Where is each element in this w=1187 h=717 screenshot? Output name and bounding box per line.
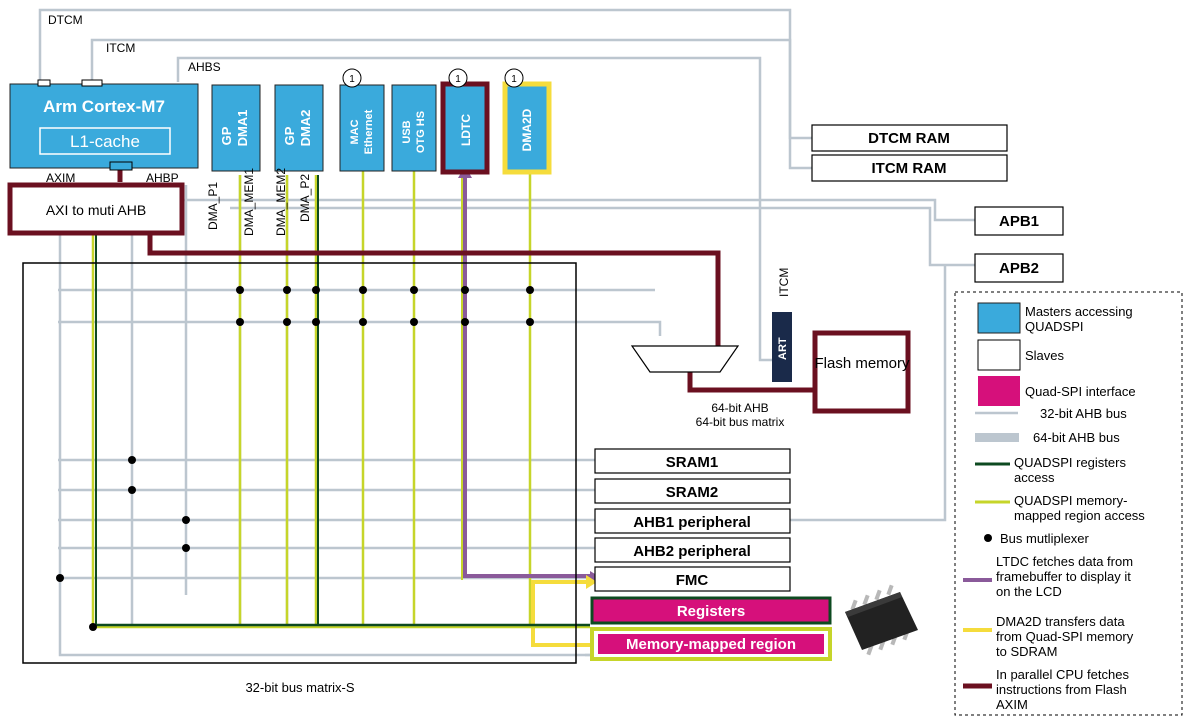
registers-label: Registers <box>677 603 745 620</box>
itcm-bus-label: ITCM <box>106 41 135 55</box>
ahbs-bus-label: AHBS <box>188 60 221 74</box>
art-block: ART <box>772 312 792 382</box>
flash-block: Flash memory <box>814 333 910 411</box>
legend-cpu-b: instructions from Flash <box>996 682 1127 697</box>
cpu-title: Arm Cortex-M7 <box>43 97 165 116</box>
cpu-block: Arm Cortex-M7 L1-cache <box>10 80 198 170</box>
eth-label-b: Ethernet <box>363 109 375 154</box>
legend-mem-b: mapped region access <box>1014 508 1145 523</box>
axi-bridge-block: AXI to muti AHB <box>10 185 182 233</box>
slave-fmc: FMC <box>595 567 790 591</box>
eth-label-a: MAC <box>349 119 361 144</box>
legend-ltdc-b: framebuffer to display it <box>996 569 1131 584</box>
legend-dma2d-c: to SDRAM <box>996 644 1057 659</box>
ahb2-label: AHB2 peripheral <box>633 543 751 560</box>
dma2d-label: DMA2D <box>520 108 534 151</box>
dma-mem1-label: DMA_MEM1 <box>242 168 256 236</box>
ltdc-label: LDTC <box>459 114 473 146</box>
gp-dma1-label-b: DMA1 <box>235 110 250 147</box>
legend-ltdc-c: on the LCD <box>996 584 1062 599</box>
slave-apb2: APB2 <box>975 254 1063 282</box>
footnote-ltdc-mark: 1 <box>455 74 461 85</box>
legend-slaves-swatch <box>978 340 1020 370</box>
master-usb-otg-hs: USB OTG HS <box>392 85 436 171</box>
master-gp-dma2: GP DMA2 <box>275 85 323 171</box>
legend-mem-a: QUADSPI memory- <box>1014 493 1127 508</box>
ahb64-label-2: 64-bit bus matrix <box>696 415 785 429</box>
ahb1-label: AHB1 peripheral <box>633 514 751 531</box>
dma-mem2-label: DMA_MEM2 <box>274 168 288 236</box>
itcm-port <box>82 80 102 86</box>
master-mac-ethernet: MAC Ethernet 1 <box>340 69 384 171</box>
ahb64-label-1: 64-bit AHB <box>711 401 768 415</box>
memmapped-label: Memory-mapped region <box>626 636 796 653</box>
legend-dma2d-b: from Quad-SPI memory <box>996 629 1134 644</box>
usb-label-b: OTG HS <box>415 111 427 153</box>
slave-dtcm-ram: DTCM RAM <box>812 125 1007 151</box>
axi-bridge-label: AXI to muti AHB <box>46 202 146 218</box>
flash-label: Flash memory <box>814 355 910 372</box>
legend-quadspi: Quad-SPI interface <box>1025 384 1136 399</box>
l1-cache-label: L1-cache <box>70 132 140 151</box>
apb1-label: APB1 <box>999 213 1039 230</box>
legend-masters-b: QUADSPI <box>1025 319 1084 334</box>
legend-cpu-a: In parallel CPU fetches <box>996 667 1129 682</box>
legend-ahb32: 32-bit AHB bus <box>1040 406 1127 421</box>
legend-mux: Bus mutliplexer <box>1000 531 1090 546</box>
slave-ahb1: AHB1 peripheral <box>595 509 790 533</box>
usb-label-a: USB <box>401 120 413 143</box>
footnote-dma2d-mark: 1 <box>511 74 517 85</box>
footnote-eth-mark: 1 <box>349 74 355 85</box>
dma-p1-label: DMA_P1 <box>206 182 220 230</box>
legend-slaves: Slaves <box>1025 348 1065 363</box>
master-gp-dma1: GP DMA1 <box>212 85 260 171</box>
dtcm-ram-label: DTCM RAM <box>868 130 950 147</box>
legend: Masters accessing QUADSPI Slaves Quad-SP… <box>955 292 1182 715</box>
art-label: ART <box>777 337 789 360</box>
master-dma2d: DMA2D 1 <box>505 69 549 172</box>
dma-p2-label: DMA_P2 <box>298 174 312 222</box>
legend-reg-b: access <box>1014 470 1055 485</box>
slave-sram1: SRAM1 <box>595 449 790 473</box>
legend-dma2d-a: DMA2D transfers data <box>996 614 1125 629</box>
gp-dma1-label-a: GP <box>219 126 234 145</box>
axim-port <box>110 162 132 170</box>
bus-matrix-s-label: 32-bit bus matrix-S <box>245 680 354 695</box>
legend-mux-swatch <box>984 534 992 542</box>
gp-dma2-label-a: GP <box>282 126 297 145</box>
legend-masters-a: Masters accessing <box>1025 304 1133 319</box>
legend-reg-a: QUADSPI registers <box>1014 455 1126 470</box>
itcm-ram-label: ITCM RAM <box>872 160 947 177</box>
slave-apb1: APB1 <box>975 207 1063 235</box>
fmc-label: FMC <box>676 572 709 589</box>
gp-dma2-label-b: DMA2 <box>298 110 313 147</box>
master-ltdc: LDTC 1 <box>443 69 487 172</box>
dtcm-port <box>38 80 50 86</box>
apb2-label: APB2 <box>999 260 1039 277</box>
slave-registers: Registers <box>592 598 830 623</box>
registers-access-line <box>93 625 590 627</box>
legend-quadspi-swatch <box>978 376 1020 406</box>
dma2d-path <box>533 575 597 645</box>
legend-ltdc-a: LTDC fetches data from <box>996 554 1133 569</box>
slave-itcm-ram: ITCM RAM <box>812 155 1007 181</box>
flash-chip-icon <box>845 585 918 656</box>
sram2-label: SRAM2 <box>666 484 719 501</box>
legend-ahb64-swatch <box>975 433 1019 442</box>
slave-memory-mapped-region: Memory-mapped region <box>592 629 830 659</box>
sram1-label: SRAM1 <box>666 454 719 471</box>
itcm-vertical-label: ITCM <box>777 268 791 297</box>
slave-ahb2: AHB2 peripheral <box>595 538 790 562</box>
legend-ahb64: 64-bit AHB bus <box>1033 430 1120 445</box>
slave-sram2: SRAM2 <box>595 479 790 503</box>
dtcm-bus-label: DTCM <box>48 13 83 27</box>
legend-cpu-c: AXIM <box>996 697 1028 712</box>
legend-masters-swatch <box>978 303 1020 333</box>
